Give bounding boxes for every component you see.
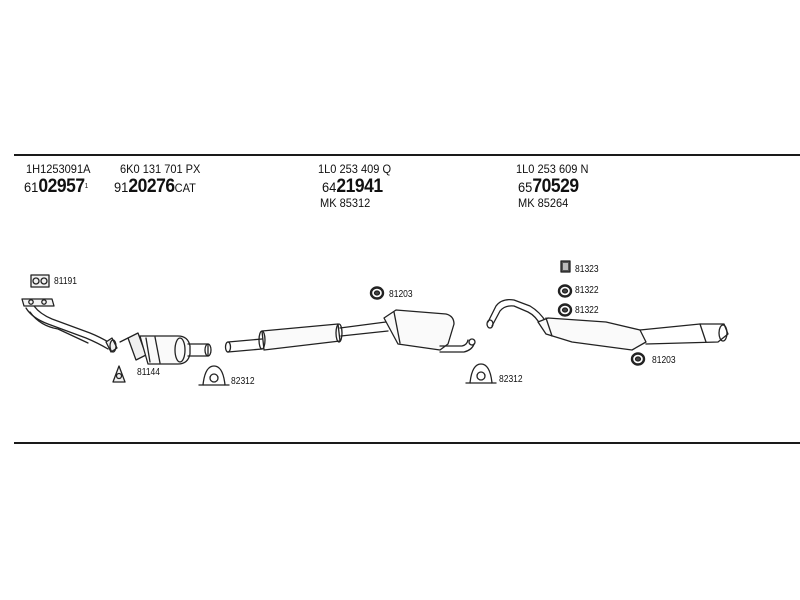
part-ref-3: 1L0 253 409 Q xyxy=(318,162,392,176)
label-82312-right: 82312 xyxy=(499,374,523,385)
rear-silencer-icon xyxy=(486,298,729,351)
part-number-2: 9120276CAT xyxy=(114,177,196,198)
part-number-3-main: 21941 xyxy=(336,176,383,197)
label-82312-left: 82312 xyxy=(231,376,255,387)
gasket-81191-icon xyxy=(30,274,50,288)
middle-silencer-icon xyxy=(224,309,476,353)
part-ref-1: 1H1253091A xyxy=(26,162,91,176)
top-rule xyxy=(14,154,800,156)
label-81323: 81323 xyxy=(575,264,599,275)
part-number-4-main: 70529 xyxy=(532,176,579,197)
gasket-81144-icon xyxy=(112,365,126,383)
part-number-3-prefix: 64 xyxy=(322,179,337,195)
part-number-2-suffix: CAT xyxy=(174,181,196,195)
bottom-rule xyxy=(14,442,800,444)
front-pipe-icon xyxy=(21,298,118,353)
clamp-82312-right-icon xyxy=(465,363,497,384)
ring-81203-right-icon xyxy=(630,352,646,366)
label-81203-left: 81203 xyxy=(389,289,413,300)
part-number-2-main: 20276 xyxy=(128,176,175,197)
hanger-81323-icon xyxy=(560,260,571,273)
part-number-4-prefix: 65 xyxy=(518,179,533,195)
part-ref-2: 6K0 131 701 PX xyxy=(120,162,201,176)
mk-number-4: MK 85264 xyxy=(518,196,569,210)
label-81203-right: 81203 xyxy=(652,355,676,366)
label-81322-lower: 81322 xyxy=(575,305,599,316)
part-number-1-prefix: 61 xyxy=(24,179,39,195)
part-ref-4: 1L0 253 609 N xyxy=(516,162,589,176)
label-81191: 81191 xyxy=(54,276,78,287)
label-81144: 81144 xyxy=(137,367,161,378)
mk-number-3: MK 85312 xyxy=(320,196,371,210)
part-number-4: 6570529 xyxy=(518,177,579,198)
clamp-82312-left-icon xyxy=(198,365,230,386)
part-number-1: 61029571 xyxy=(24,177,88,198)
part-number-3: 6421941 xyxy=(322,177,383,198)
part-number-2-prefix: 91 xyxy=(114,179,129,195)
part-number-1-main: 02957 xyxy=(38,176,85,197)
ring-81322-lower-icon xyxy=(557,303,573,317)
ring-81203-left-icon xyxy=(369,286,385,300)
ring-81322-upper-icon xyxy=(557,284,573,298)
catalytic-converter-icon xyxy=(119,332,212,365)
part-number-1-sup: 1 xyxy=(84,183,89,190)
label-81322-upper: 81322 xyxy=(575,285,599,296)
